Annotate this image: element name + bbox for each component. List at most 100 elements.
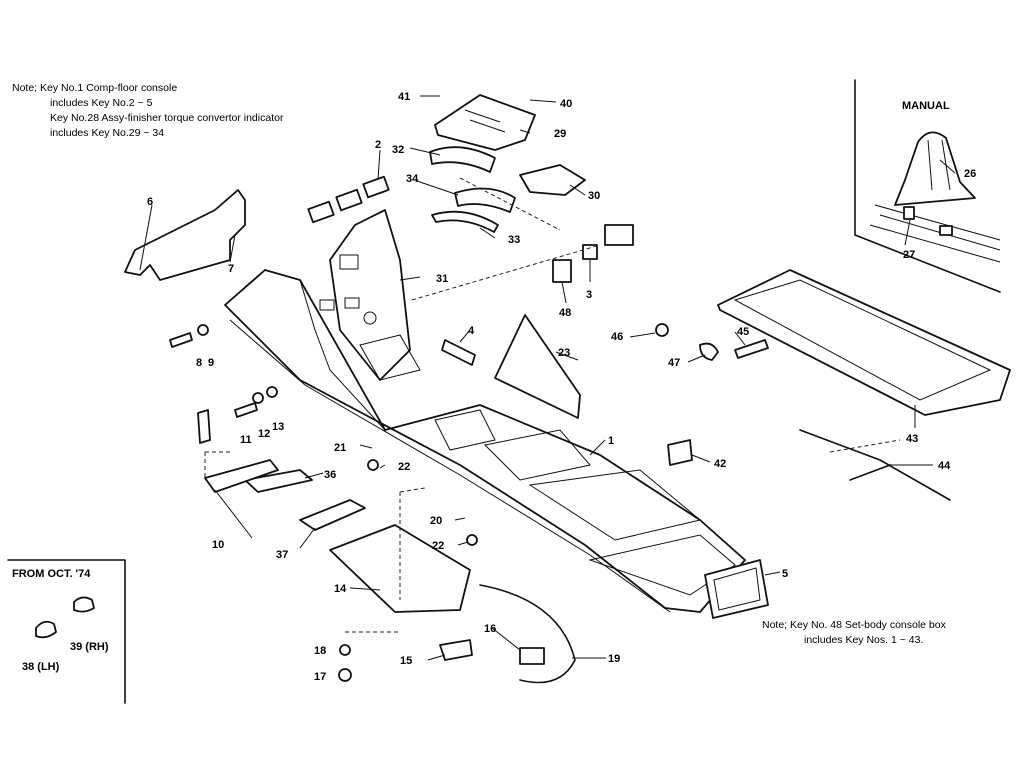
switch-2b (335, 188, 363, 212)
label-34: 34 (406, 173, 419, 185)
label-14: 14 (334, 583, 347, 595)
manual-inset (854, 79, 1001, 293)
label-10: 10 (212, 539, 224, 551)
top-note-line-4: includes Key No.29 ~ 34 (50, 127, 165, 139)
label-38-lh: 38 (LH) (22, 661, 60, 673)
oct74-inset-title: FROM OCT. '74 (12, 568, 91, 580)
nut-18 (339, 644, 351, 656)
label-47: 47 (668, 357, 680, 369)
washer-13 (266, 386, 278, 398)
label-22b: 22 (432, 540, 444, 552)
label-2: 2 (375, 139, 381, 151)
label-12: 12 (258, 428, 270, 440)
label-31: 31 (436, 273, 448, 285)
bracket-37 (299, 499, 366, 531)
switch-3 (582, 244, 598, 260)
screw-22a (367, 459, 379, 471)
bulb-45 (734, 339, 769, 359)
bracket-14 (329, 524, 471, 613)
label-9: 9 (208, 357, 214, 369)
cover-32 (429, 146, 496, 173)
washer-9 (197, 324, 209, 336)
label-46: 46 (611, 331, 623, 343)
console-body (224, 209, 746, 613)
console-lid (717, 269, 1011, 416)
label-27: 27 (903, 249, 915, 261)
label-33: 33 (508, 234, 520, 246)
cable-19 (479, 584, 576, 684)
label-23: 23 (558, 347, 570, 359)
lamp-34 (454, 187, 516, 213)
label-4: 4 (468, 325, 475, 337)
label-41: 41 (398, 91, 410, 103)
clip-4 (441, 339, 476, 366)
switch-box (604, 224, 634, 246)
nut-17 (338, 668, 352, 682)
label-26: 26 (964, 168, 976, 180)
bottom-note: Note; Key No. 48 Set-body console box in… (762, 618, 946, 648)
bracket-10 (204, 459, 279, 493)
part-number-labels: 1 2 3 4 5 6 7 8 9 10 11 12 13 14 15 16 1… (22, 91, 976, 683)
bracket-42 (667, 439, 693, 466)
leader-lines (139, 95, 956, 661)
connector-16 (519, 647, 545, 665)
label-30: 30 (588, 190, 600, 202)
bolt-large (197, 409, 211, 444)
label-48: 48 (559, 307, 571, 319)
label-29: 29 (554, 128, 566, 140)
clip-33 (431, 210, 499, 233)
indicator-plate-29 (434, 94, 536, 151)
bracket-15 (439, 639, 473, 661)
label-20: 20 (430, 515, 442, 527)
bracket-36 (244, 469, 313, 493)
label-39-rh: 39 (RH) (70, 641, 109, 653)
label-42: 42 (714, 458, 726, 470)
manual-inset-title: MANUAL (902, 100, 950, 112)
label-6: 6 (147, 196, 153, 208)
socket-47 (699, 342, 719, 361)
label-8: 8 (196, 357, 202, 369)
bezel-5 (704, 559, 769, 619)
switch-48 (552, 259, 572, 283)
label-15: 15 (400, 655, 412, 667)
label-40: 40 (560, 98, 572, 110)
label-3: 3 (586, 289, 592, 301)
bracket-6-7 (124, 189, 246, 281)
spring-46 (655, 323, 669, 337)
switch-2a (307, 200, 335, 224)
bolt-8 (169, 332, 193, 348)
label-13: 13 (272, 421, 284, 433)
oct74-inset (7, 559, 126, 704)
label-18: 18 (314, 645, 326, 657)
label-19: 19 (608, 653, 620, 665)
top-note-line-1: Note; Key No.1 Comp-floor console (12, 82, 178, 94)
label-7: 7 (228, 263, 234, 275)
indicator-30 (519, 164, 586, 196)
screw-22b (466, 534, 478, 546)
label-36: 36 (324, 469, 336, 481)
label-16: 16 (484, 623, 496, 635)
bottom-note-line-2: includes Key Nos. 1 ~ 43. (804, 634, 924, 646)
label-44: 44 (938, 460, 951, 472)
washer-12 (252, 392, 264, 404)
label-11: 11 (240, 434, 252, 446)
top-note-line-2: includes Key No.2 ~ 5 (50, 97, 153, 109)
bolt-11 (234, 402, 258, 418)
wire-harness-44 (799, 429, 951, 501)
label-5: 5 (782, 568, 788, 580)
label-21: 21 (334, 442, 346, 454)
shift-boot-drawing (869, 131, 1001, 263)
label-32: 32 (392, 144, 404, 156)
label-22a: 22 (398, 461, 410, 473)
label-37: 37 (276, 549, 288, 561)
label-17: 17 (314, 671, 326, 683)
panel-23 (494, 314, 581, 419)
top-note: Note; Key No.1 Comp-floor console includ… (12, 81, 283, 141)
label-43: 43 (906, 433, 918, 445)
top-note-line-3: Key No.28 Assy-finisher torque convertor… (50, 112, 284, 124)
switch-2c (362, 175, 390, 199)
label-1: 1 (608, 435, 614, 447)
label-45: 45 (737, 326, 749, 338)
